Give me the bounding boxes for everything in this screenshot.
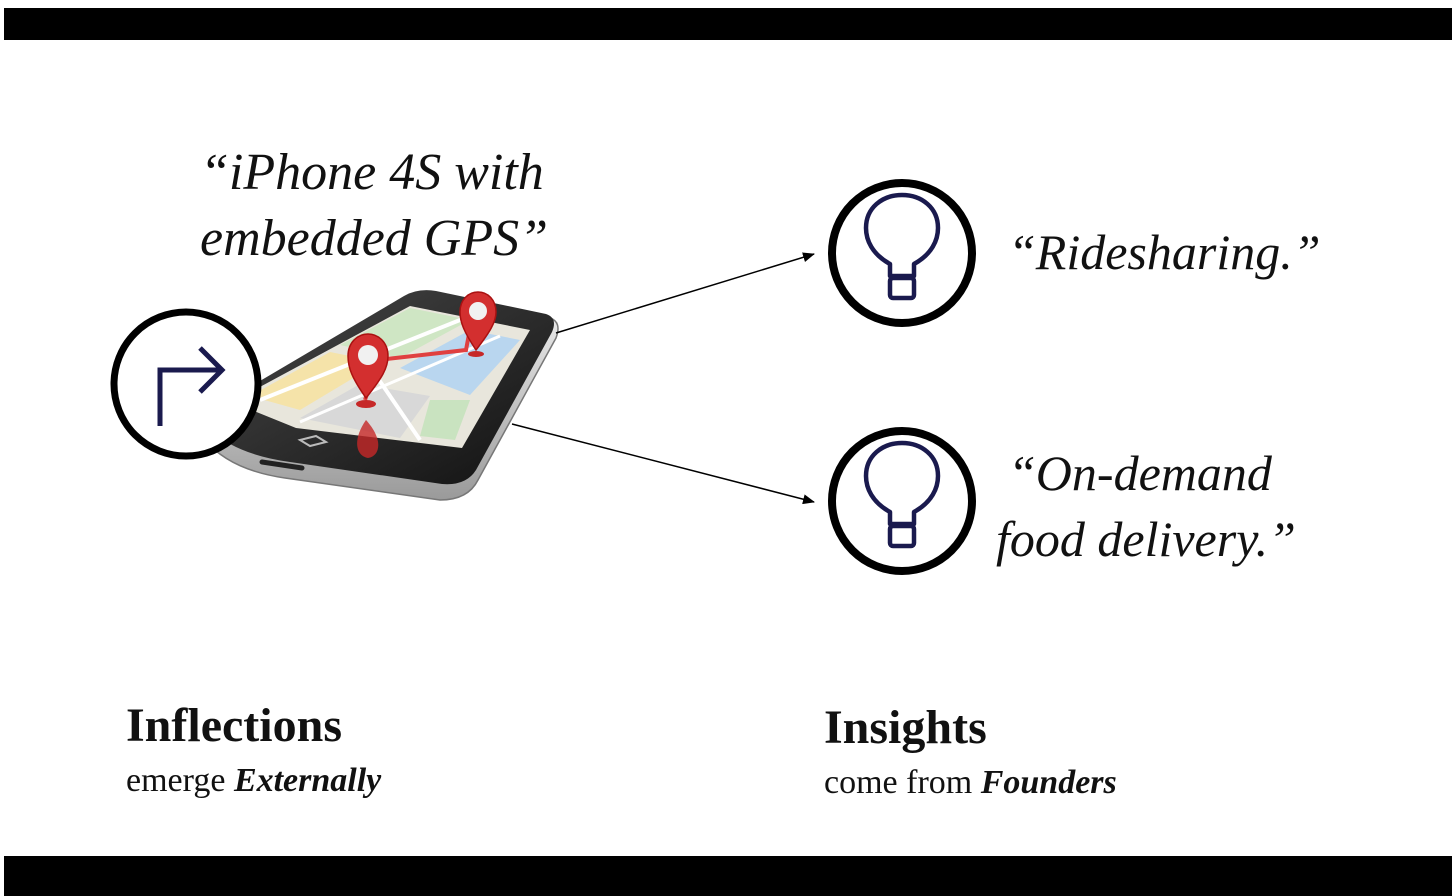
inflections-subtitle-emphasis: Externally	[233, 762, 382, 799]
inflection-quote-line1: “iPhone 4S with	[200, 144, 544, 201]
inflections-subtitle: emerge Externally	[126, 764, 381, 798]
top-border-bar	[4, 8, 1452, 40]
bottom-border-bar	[4, 856, 1452, 896]
map-block	[420, 400, 470, 440]
map-pin-icon	[347, 333, 389, 408]
lightbulb-icon	[828, 179, 976, 327]
inflection-quote: “iPhone 4S with embedded GPS”	[200, 140, 548, 272]
inflections-heading: Inflections	[126, 699, 342, 752]
smartphone-map-illustration	[199, 290, 559, 501]
insight-quote-ridesharing: “Ridesharing.”	[1008, 222, 1321, 282]
insight-quote-food-delivery: “On-demand food delivery.”	[996, 440, 1296, 572]
insights-heading: Insights	[824, 701, 987, 754]
insight-quote-line: “Ridesharing.”	[1008, 224, 1321, 280]
insights-subtitle: come from Founders	[824, 766, 1117, 800]
home-button	[297, 434, 329, 448]
insight-quote-line: “On-demand	[1008, 445, 1272, 501]
inflection-quote-line2: embedded GPS”	[200, 210, 549, 267]
connector-arrow-ridesharing	[555, 252, 815, 334]
insights-subtitle-emphasis: Founders	[980, 764, 1117, 801]
insights-subtitle-prefix: come from	[824, 764, 981, 801]
lightbulb-icon	[828, 427, 976, 575]
insight-quote-line: food delivery.”	[996, 511, 1296, 567]
turn-right-arrow-icon	[110, 308, 262, 460]
map-block	[400, 330, 520, 395]
map-pin-icon	[459, 291, 497, 357]
map-block	[300, 384, 430, 438]
inflections-subtitle-prefix: emerge	[126, 762, 234, 799]
connector-arrow-food-delivery	[511, 423, 815, 505]
